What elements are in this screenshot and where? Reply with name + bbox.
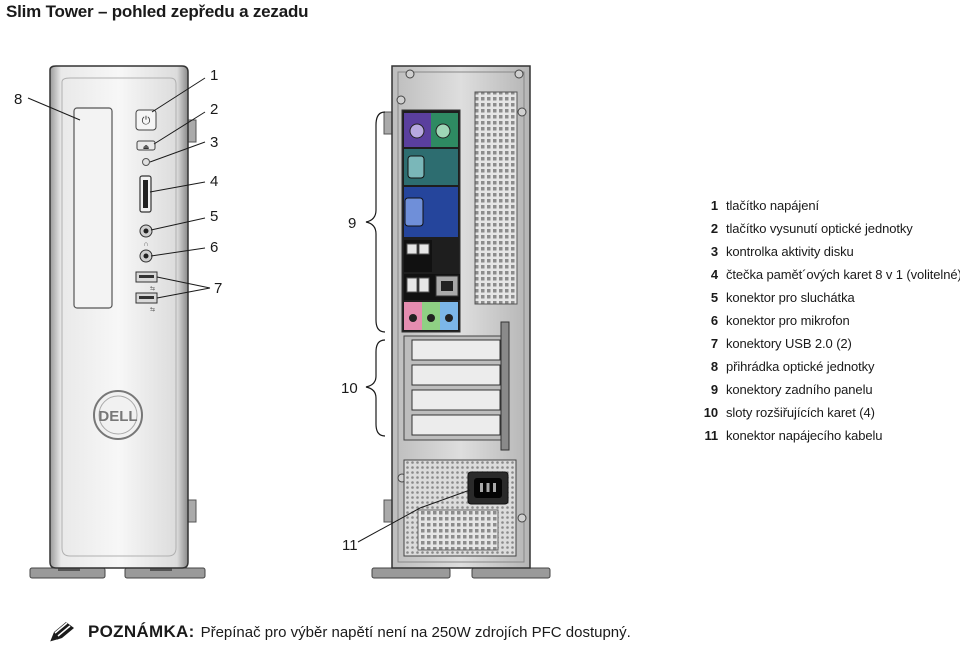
bracket-9 bbox=[365, 111, 386, 333]
callout-10: 10 bbox=[341, 380, 358, 397]
callout-8: 8 bbox=[14, 91, 22, 108]
usb-icon: ⇆ bbox=[150, 285, 155, 292]
audio-mic-in[interactable] bbox=[409, 314, 417, 322]
expansion-slot[interactable] bbox=[411, 414, 501, 436]
callout-4: 4 bbox=[210, 173, 218, 190]
expansion-slot[interactable] bbox=[411, 339, 501, 361]
note: POZNÁMKA: Přepínač pro výběr napětí není… bbox=[48, 620, 631, 644]
callout-1: 1 bbox=[210, 67, 218, 84]
audio-line-out[interactable] bbox=[427, 314, 435, 322]
vga-port[interactable] bbox=[404, 197, 424, 227]
usb-port-rear[interactable] bbox=[406, 277, 418, 293]
audio-line-in[interactable] bbox=[445, 314, 453, 322]
bracket-10 bbox=[365, 339, 386, 437]
screw bbox=[517, 107, 527, 117]
screw bbox=[396, 95, 406, 105]
note-label: POZNÁMKA: bbox=[88, 622, 195, 641]
power-button[interactable] bbox=[135, 109, 157, 131]
callout-5: 5 bbox=[210, 208, 218, 225]
screw bbox=[517, 513, 527, 523]
callout-3: 3 bbox=[210, 134, 218, 151]
ps2-mouse-port[interactable] bbox=[435, 123, 451, 139]
usb-icon: ⇆ bbox=[150, 306, 155, 313]
usb-port-rear[interactable] bbox=[418, 277, 430, 293]
front-view: ⏻ ⏏ ∩ ⇆ ⇆ DELL bbox=[29, 65, 206, 579]
front-callout-lines bbox=[27, 77, 211, 299]
usb-port-rear[interactable] bbox=[418, 243, 430, 255]
callout-6: 6 bbox=[210, 239, 218, 256]
dell-logo-text: DELL bbox=[98, 408, 137, 425]
expansion-slot[interactable] bbox=[411, 389, 501, 411]
callout-7: 7 bbox=[214, 280, 222, 297]
ps2-keyboard-port[interactable] bbox=[409, 123, 425, 139]
note-text: Přepínač pro výběr napětí není na 250W z… bbox=[200, 623, 631, 641]
front-chassis bbox=[49, 65, 189, 569]
headphone-icon: ∩ bbox=[143, 241, 148, 248]
power-icon: ⏻ bbox=[142, 114, 151, 127]
rear-view bbox=[371, 65, 551, 579]
page-title: Slim Tower – pohled zepředu a zezadu bbox=[6, 2, 309, 21]
rear-vent-grille bbox=[474, 91, 518, 305]
dell-logo bbox=[93, 390, 143, 440]
eject-button[interactable] bbox=[136, 140, 156, 151]
serial-port[interactable] bbox=[407, 155, 425, 179]
expansion-slot[interactable] bbox=[411, 364, 501, 386]
expansion-slots bbox=[403, 321, 510, 451]
usb-port-rear[interactable] bbox=[406, 243, 418, 255]
callout-11: 11 bbox=[342, 537, 358, 554]
screw bbox=[405, 69, 415, 79]
optical-drive-bay[interactable] bbox=[73, 107, 113, 309]
eject-icon: ⏏ bbox=[143, 143, 150, 151]
callout-9: 9 bbox=[348, 215, 356, 232]
callout-2: 2 bbox=[210, 101, 218, 118]
hdd-activity-light bbox=[142, 158, 150, 166]
note-pencil-icon bbox=[49, 622, 74, 643]
screw bbox=[514, 69, 524, 79]
